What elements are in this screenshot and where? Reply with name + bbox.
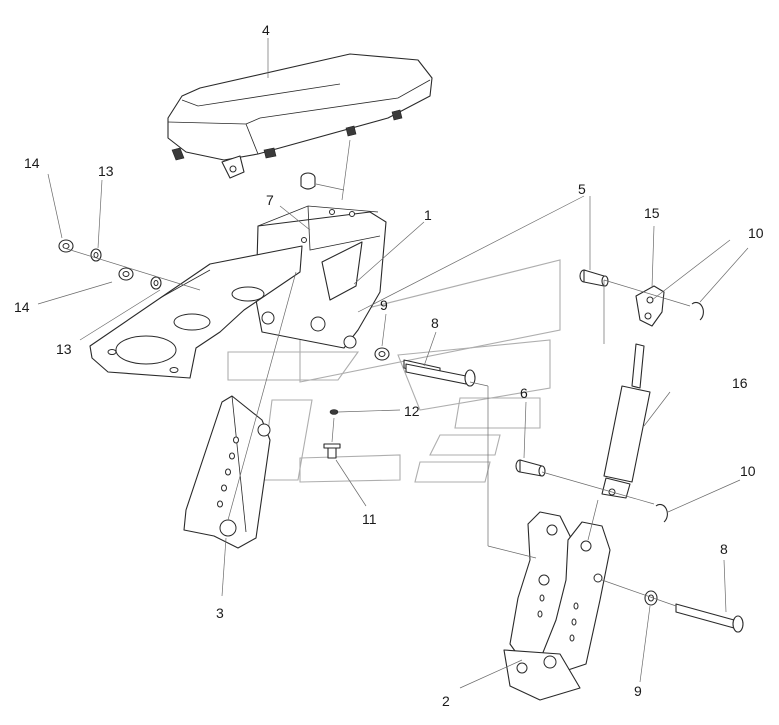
base-plate [89,245,303,379]
callout-label: 4 [262,22,270,38]
callout-label: 14 [24,155,40,171]
callout-label: 6 [520,385,528,401]
nuts-and-washers [58,239,162,290]
clevis [635,285,665,327]
long-pins [403,359,744,633]
callout-label: 15 [644,205,660,221]
callout-label: 1 [424,207,432,223]
gas-spring [601,343,651,499]
callout-label: 8 [431,315,439,331]
callout-label: 10 [740,463,756,479]
callout-label: 5 [578,181,586,197]
upper-pin [579,269,609,287]
main-bracket [255,205,387,349]
callout-label: 14 [14,299,30,315]
callout-label: 16 [732,375,748,391]
callout-label: 13 [56,341,72,357]
washers [374,347,658,606]
callout-label: 9 [380,297,388,313]
small-bolt [323,443,341,459]
callout-label: 13 [98,163,114,179]
callout-label: 3 [216,605,224,621]
short-pin [515,459,546,477]
callout-label: 8 [720,541,728,557]
hinge-bracket [503,511,611,701]
callout-label: 2 [442,693,450,709]
left-vertical-bracket [183,395,271,549]
leader-lines [37,38,749,689]
bushing [300,172,316,190]
callout-labels: 4 14 13 7 5 15 10 1 14 9 8 13 16 6 12 10… [14,22,764,709]
callout-label: 11 [362,511,377,527]
callout-label: 12 [404,403,420,419]
background-ghost-shapes [227,259,561,483]
small-nut [329,409,339,415]
armrest-cushion [167,53,433,179]
circlips [655,301,704,523]
callout-label: 10 [748,225,764,241]
callout-label: 7 [266,192,274,208]
callout-label: 9 [634,683,642,699]
